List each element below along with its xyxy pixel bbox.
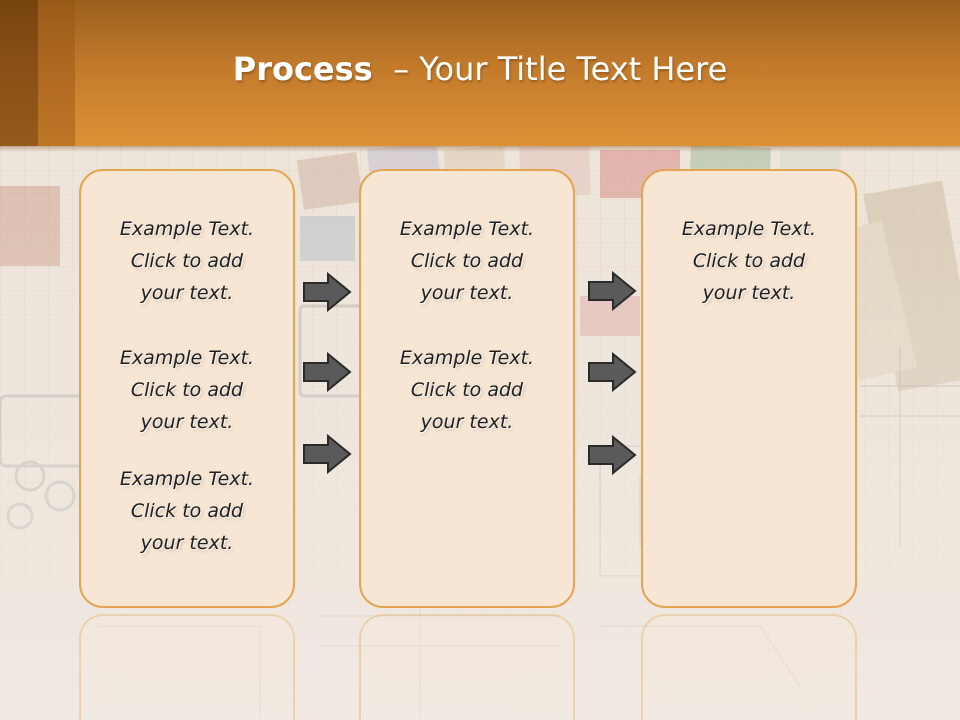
header-accent-strip	[0, 0, 38, 146]
text-line: your text.	[140, 282, 234, 304]
title-rest: – Your Title Text Here	[393, 50, 728, 88]
right-arrow-icon[interactable]	[302, 352, 352, 392]
process-panel-2[interactable]: Example Text. Click to add your text. Ex…	[359, 169, 575, 608]
text-block[interactable]: Example Text. Click to add your text.	[361, 342, 573, 438]
slide-title[interactable]: Process – Your Title Text Here	[0, 50, 960, 88]
header-accent-strip	[38, 0, 75, 146]
text-line: Click to add	[130, 379, 244, 401]
text-line: Click to add	[410, 250, 524, 272]
text-line: Click to add	[130, 250, 244, 272]
right-arrow-icon[interactable]	[302, 434, 352, 474]
right-arrow-icon[interactable]	[587, 435, 637, 475]
text-block[interactable]: Example Text. Click to add your text.	[81, 463, 293, 559]
text-block[interactable]: Example Text. Click to add your text.	[361, 213, 573, 309]
right-arrow-icon[interactable]	[587, 352, 637, 392]
panel-reflection	[641, 614, 857, 720]
text-line: Example Text.	[119, 468, 255, 490]
text-line: Click to add	[692, 250, 806, 272]
process-panel-3[interactable]: Example Text. Click to add your text.	[641, 169, 857, 608]
title-bar: Process – Your Title Text Here	[0, 0, 960, 152]
text-block[interactable]: Example Text. Click to add your text.	[643, 213, 855, 309]
panel-reflection	[359, 614, 575, 720]
title-bold: Process	[232, 50, 373, 88]
text-line: your text.	[420, 411, 514, 433]
text-line: Click to add	[130, 500, 244, 522]
process-panel-1[interactable]: Example Text. Click to add your text. Ex…	[79, 169, 295, 608]
text-line: Example Text.	[119, 218, 255, 240]
text-line: your text.	[140, 532, 234, 554]
text-line: Example Text.	[119, 347, 255, 369]
text-line: Click to add	[410, 379, 524, 401]
panel-reflection	[79, 614, 295, 720]
text-line: your text.	[140, 411, 234, 433]
text-block[interactable]: Example Text. Click to add your text.	[81, 213, 293, 309]
text-line: Example Text.	[681, 218, 817, 240]
text-line: your text.	[420, 282, 514, 304]
text-line: your text.	[702, 282, 796, 304]
right-arrow-icon[interactable]	[302, 272, 352, 312]
text-block[interactable]: Example Text. Click to add your text.	[81, 342, 293, 438]
text-line: Example Text.	[399, 218, 535, 240]
right-arrow-icon[interactable]	[587, 271, 637, 311]
text-line: Example Text.	[399, 347, 535, 369]
